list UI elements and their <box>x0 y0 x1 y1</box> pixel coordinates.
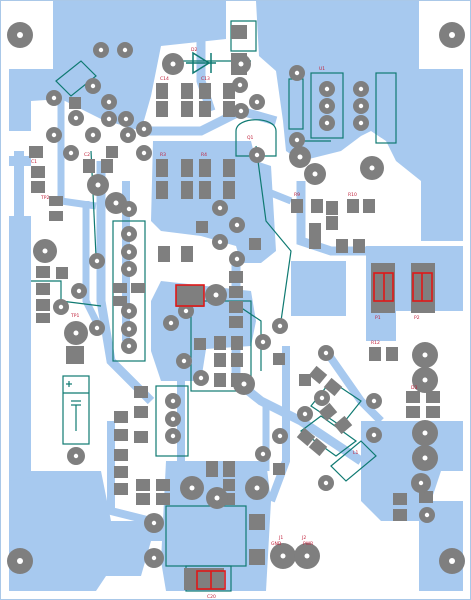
copper-pour-left <box>9 216 61 591</box>
label-c20: C20 <box>207 594 216 600</box>
label-j1-net: GND <box>271 541 282 547</box>
silk-box-top-right <box>375 72 397 144</box>
label-r9: R9 <box>294 192 300 198</box>
label-d2: D2 <box>191 47 197 53</box>
label-tp1: TP1 <box>70 313 79 319</box>
label-c2: C2 <box>84 152 90 158</box>
label-d3: D3 <box>411 385 417 391</box>
highlight-layer <box>175 272 433 590</box>
cap-polarity-marks <box>66 381 81 431</box>
label-r4: R4 <box>201 152 207 158</box>
label-j2: J2 <box>301 535 306 541</box>
label-r10: R10 <box>348 192 357 198</box>
label-r3: R3 <box>160 152 166 158</box>
label-c13: C13 <box>201 76 210 82</box>
through-hole-layer <box>7 22 465 574</box>
label-r12: R12 <box>371 340 380 346</box>
label-c14: C14 <box>160 76 169 82</box>
copper-pour-right-lower <box>361 421 463 591</box>
diode-symbol <box>186 51 216 75</box>
label-p2: P2 <box>414 315 420 321</box>
highlight-center <box>175 284 205 307</box>
silk-connector-left <box>62 375 90 445</box>
copper-pour-right-mid <box>291 261 346 316</box>
label-q1: Q1 <box>247 135 254 141</box>
label-p1: P1 <box>375 315 381 321</box>
label-j1: J1 <box>278 535 283 541</box>
label-u1: U1 <box>319 66 325 72</box>
label-l1: L1 <box>353 450 359 456</box>
copper-pour-top-left <box>9 1 226 131</box>
label-tp2: TP2 <box>40 195 49 201</box>
copper-pour-bottom-left <box>9 471 171 591</box>
silk-ic-right <box>310 72 344 139</box>
label-layer: C14 C13 Q1 U1 C1 C2 R3 R4 R9 R10 R12 D2 … <box>31 47 420 600</box>
label-j2-net: PWR <box>303 541 313 547</box>
silk-box-center <box>155 385 189 457</box>
label-c1: C1 <box>31 159 37 165</box>
